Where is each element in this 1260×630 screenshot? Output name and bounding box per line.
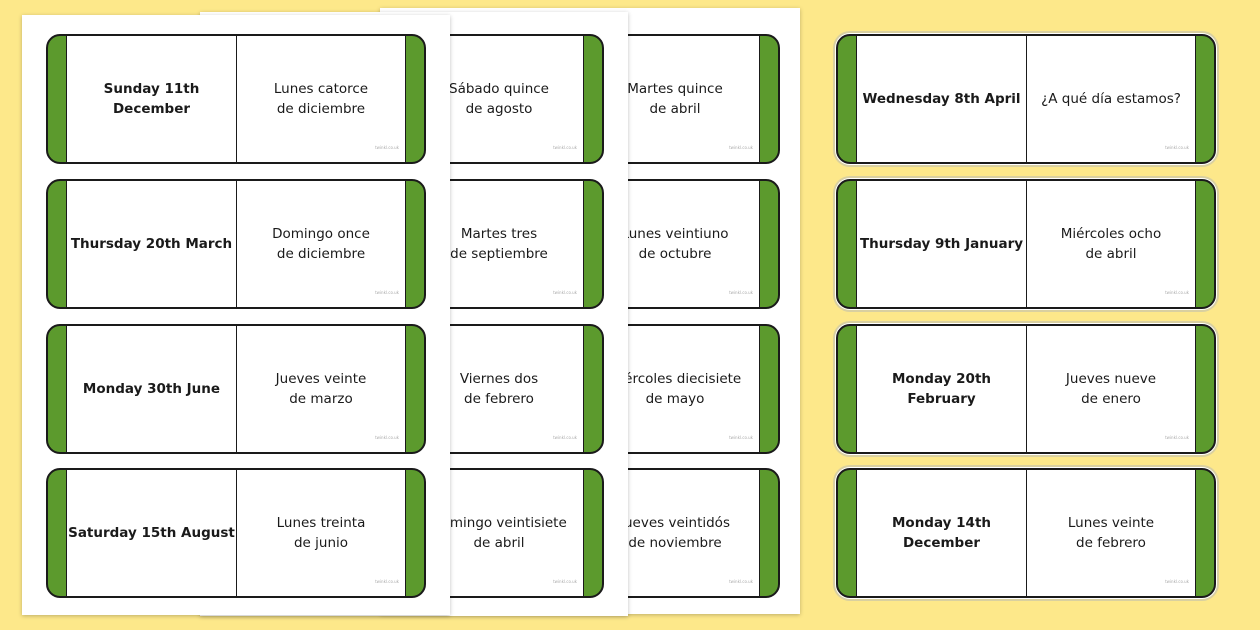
spanish-date: Lunes treinta de junio bbox=[276, 515, 366, 551]
spanish-date: Sábado quince de agosto bbox=[449, 81, 549, 117]
english-date: Thursday 9th January bbox=[859, 236, 1024, 252]
domino-card[interactable]: Sunday 11th December Lunes catorce de dic… bbox=[46, 34, 426, 164]
spanish-date: Lunes veinte de febrero bbox=[1067, 515, 1155, 551]
watermark: twinkl.co.uk bbox=[729, 145, 753, 150]
watermark: twinkl.co.uk bbox=[1165, 435, 1189, 440]
english-date: Monday 14th December bbox=[891, 515, 992, 551]
loose-domino-card[interactable]: Monday 14th December Lunes veinte de febr… bbox=[836, 468, 1216, 598]
english-date: Thursday 20th March bbox=[70, 236, 233, 252]
watermark: twinkl.co.uk bbox=[553, 290, 577, 295]
spanish-date: Miércoles ocho de abril bbox=[1060, 226, 1162, 262]
spanish-date: Martes quince de abril bbox=[627, 81, 723, 117]
watermark: twinkl.co.uk bbox=[729, 435, 753, 440]
watermark: twinkl.co.uk bbox=[553, 145, 577, 150]
english-date: Saturday 15th August bbox=[68, 525, 235, 541]
spanish-date: Martes tres de septiembre bbox=[450, 226, 548, 262]
spanish-date: Lunes catorce de diciembre bbox=[273, 81, 369, 117]
watermark: twinkl.co.uk bbox=[375, 290, 399, 295]
spanish-date: Domingo once de diciembre bbox=[272, 226, 370, 262]
watermark: twinkl.co.uk bbox=[729, 290, 753, 295]
domino-card[interactable]: Monday 30th June Jueves veinte de marzo tw… bbox=[46, 324, 426, 454]
domino-card[interactable]: Saturday 15th August Lunes treinta de jun… bbox=[46, 468, 426, 598]
spanish-date: Miércoles diecisiete de mayo bbox=[608, 371, 742, 407]
watermark: twinkl.co.uk bbox=[553, 579, 577, 584]
watermark: twinkl.co.uk bbox=[729, 579, 753, 584]
domino-card[interactable]: Thursday 20th March Domingo once de dicie… bbox=[46, 179, 426, 309]
spanish-date: ¿A qué día estamos? bbox=[1041, 91, 1181, 107]
spanish-date: Jueves veintidós de noviembre bbox=[620, 515, 730, 551]
spanish-date: Viernes dos de febrero bbox=[459, 371, 539, 407]
spanish-date: Jueves nueve de enero bbox=[1065, 371, 1157, 407]
loose-domino-card[interactable]: Monday 20th February Jueves nueve de ener… bbox=[836, 324, 1216, 454]
watermark: twinkl.co.uk bbox=[1165, 145, 1189, 150]
spanish-date: Lunes veintiuno de octubre bbox=[621, 226, 729, 262]
loose-domino-card[interactable]: Wednesday 8th April ¿A qué día estamos? tw… bbox=[836, 34, 1216, 164]
spanish-date: Domingo veintisiete de abril bbox=[431, 515, 567, 551]
watermark: twinkl.co.uk bbox=[1165, 290, 1189, 295]
watermark: twinkl.co.uk bbox=[375, 579, 399, 584]
watermark: twinkl.co.uk bbox=[375, 435, 399, 440]
spanish-date: Jueves veinte de marzo bbox=[275, 371, 367, 407]
loose-domino-card[interactable]: Thursday 9th January Miércoles ocho de ab… bbox=[836, 179, 1216, 309]
english-date: Sunday 11th December bbox=[103, 81, 200, 117]
watermark: twinkl.co.uk bbox=[553, 435, 577, 440]
english-date: Wednesday 8th April bbox=[862, 91, 1021, 107]
english-date: Monday 30th June bbox=[82, 381, 221, 397]
worksheet-page-1: Sunday 11th December Lunes catorce de dic… bbox=[22, 15, 450, 615]
english-date: Monday 20th February bbox=[891, 371, 992, 407]
watermark: twinkl.co.uk bbox=[1165, 579, 1189, 584]
watermark: twinkl.co.uk bbox=[375, 145, 399, 150]
